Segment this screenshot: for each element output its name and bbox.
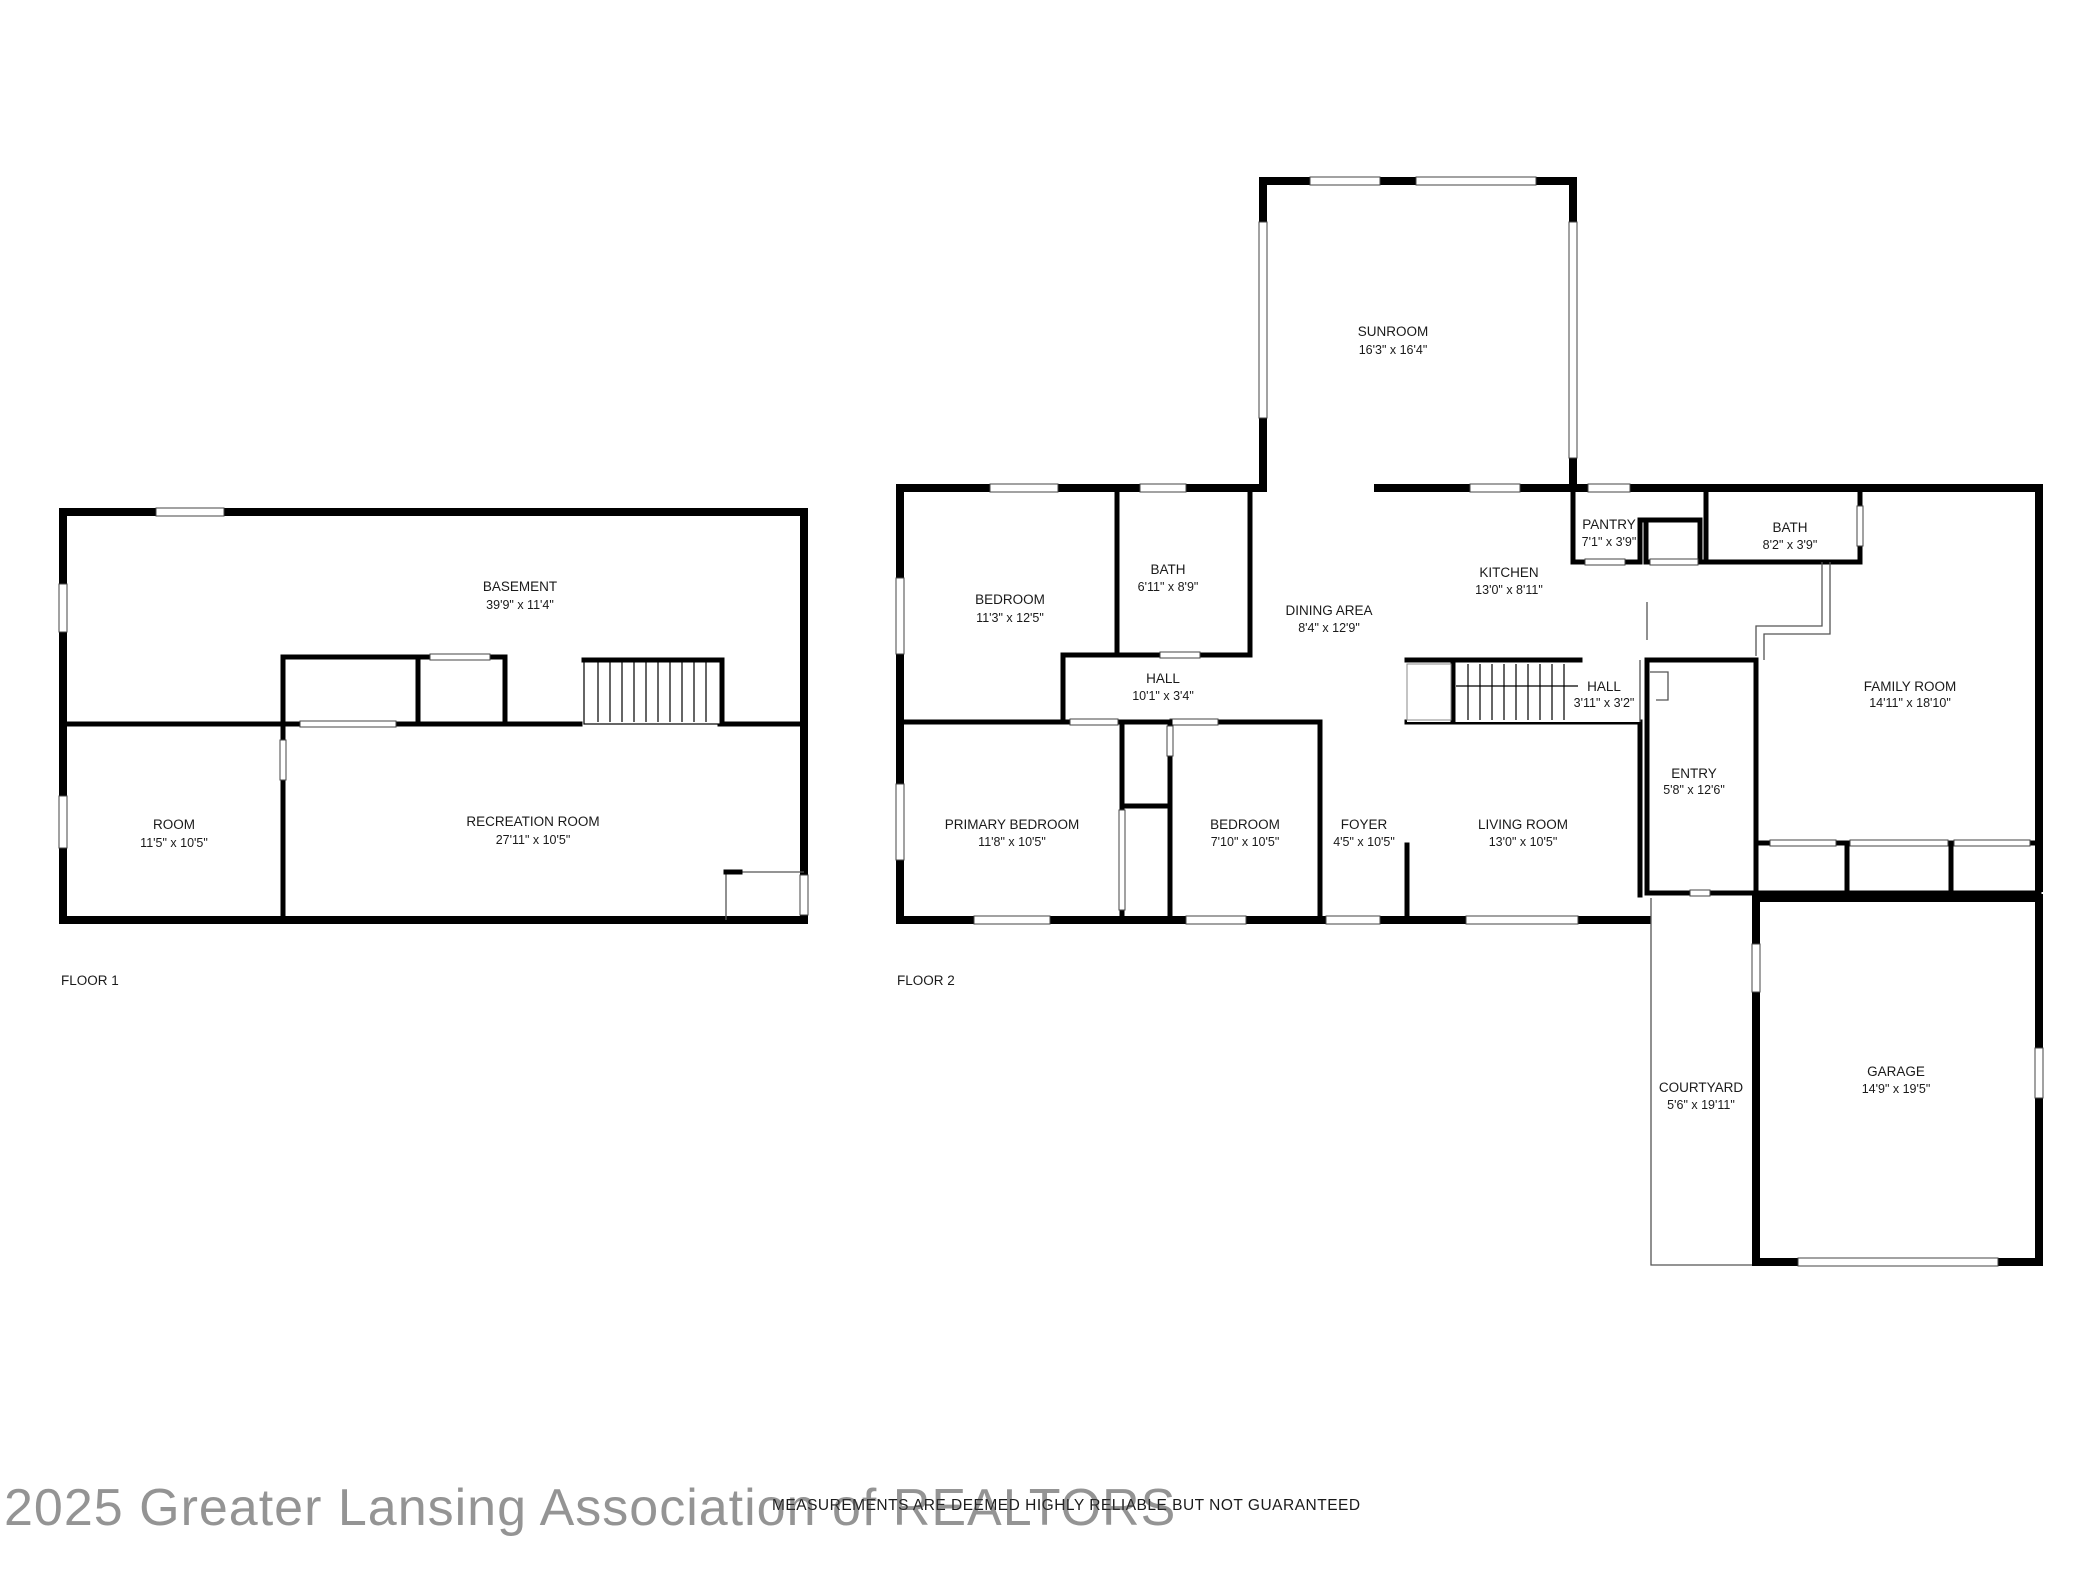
room-dims-living-room: 13'0" x 10'5"	[1489, 835, 1558, 849]
opening	[1159, 651, 1201, 659]
room-dims-bedroom-1: 11'3" x 12'5"	[976, 611, 1044, 625]
floor-1-plan: BASEMENT 39'9" x 11'4" ROOM 11'5" x 10'5…	[58, 507, 809, 988]
window	[1568, 221, 1578, 459]
room-dims-hall-2: 3'11" x 3'2"	[1574, 696, 1635, 710]
room-name-bedroom-1: BEDROOM	[975, 592, 1045, 607]
room-dims-basement: 39'9" x 11'4"	[486, 598, 554, 612]
stairs-area	[1407, 660, 1640, 722]
window	[58, 583, 68, 633]
stair-treads	[1456, 664, 1578, 720]
door-swing	[1650, 671, 1669, 701]
window	[1465, 915, 1579, 925]
floor-2-plan: SUNROOM 16'3" x 16'4" BEDROOM 11'3" x 12…	[895, 176, 2044, 1267]
opening	[299, 720, 397, 728]
window	[1325, 915, 1381, 925]
room-dims-courtyard: 5'6" x 19'11"	[1667, 1098, 1735, 1112]
window	[1469, 483, 1521, 493]
room-name-sunroom: SUNROOM	[1358, 324, 1429, 339]
window	[2034, 1047, 2044, 1099]
room-dims-dining-area: 8'4" x 12'9"	[1298, 621, 1360, 635]
opening	[1953, 839, 2031, 847]
opening	[1769, 839, 1837, 847]
room-dims-recreation: 27'11" x 10'5"	[496, 833, 571, 847]
room-name-foyer: FOYER	[1341, 817, 1388, 832]
room-name-hall-1: HALL	[1146, 671, 1180, 686]
room-name-family-room: FAMILY ROOM	[1864, 679, 1957, 694]
window	[155, 507, 225, 517]
room-dims-room: 11'5" x 10'5"	[140, 836, 208, 850]
room-name-pantry: PANTRY	[1582, 517, 1636, 532]
room-name-bath-2: BATH	[1772, 520, 1807, 535]
measurement-disclaimer: MEASUREMENTS ARE DEEMED HIGHLY RELIABLE …	[772, 1497, 1361, 1514]
opening	[1689, 889, 1711, 897]
room-dims-primary-bedroom: 11'8" x 10'5"	[978, 835, 1046, 849]
window	[973, 915, 1051, 925]
window	[1415, 176, 1537, 186]
chimney-outline	[1763, 562, 1831, 660]
window	[895, 783, 905, 861]
room-dims-bath-2: 8'2" x 3'9"	[1763, 538, 1818, 552]
floor-1-outer-wall	[59, 508, 808, 924]
floor-2-label: FLOOR 2	[897, 973, 955, 988]
window	[1185, 915, 1247, 925]
opening	[1069, 718, 1119, 726]
room-name-bedroom-2: BEDROOM	[1210, 817, 1280, 832]
stair-treads	[597, 662, 707, 722]
room-dims-bedroom-2: 7'10" x 10'5"	[1211, 835, 1280, 849]
copyright-watermark: 2025 Greater Lansing Association of REAL…	[4, 1479, 1177, 1537]
family-outer-wall	[1876, 484, 2043, 892]
window	[799, 874, 809, 916]
window	[1751, 943, 1761, 993]
room-name-living-room: LIVING ROOM	[1478, 817, 1568, 832]
utility-box	[725, 871, 804, 920]
garage-wall	[1752, 894, 2043, 1266]
garage-door	[1797, 1257, 1999, 1267]
opening	[279, 739, 287, 781]
room-name-primary-bedroom: PRIMARY BEDROOM	[945, 817, 1080, 832]
room-dims-family-room: 14'11" x 18'10"	[1869, 696, 1951, 710]
window	[1139, 483, 1187, 493]
room-name-entry: ENTRY	[1671, 766, 1717, 781]
opening	[1406, 663, 1452, 721]
courtyard-outline	[1650, 898, 1752, 1266]
room-name-bath-1: BATH	[1150, 562, 1185, 577]
closet-wall	[280, 654, 508, 727]
room-name-kitchen: KITCHEN	[1479, 565, 1538, 580]
room-dims-garage: 14'9" x 19'5"	[1862, 1082, 1931, 1096]
room-dims-sunroom: 16'3" x 16'4"	[1359, 343, 1428, 357]
room-dims-pantry: 7'1" x 3'9"	[1582, 535, 1637, 549]
main-outer-wall	[896, 484, 1651, 924]
room-dims-hall-1: 10'1" x 3'4"	[1132, 689, 1194, 703]
opening	[1118, 809, 1126, 911]
room-name-recreation: RECREATION ROOM	[466, 814, 599, 829]
opening	[429, 653, 491, 661]
window	[58, 795, 68, 849]
room-dims-kitchen: 13'0" x 8'11"	[1475, 583, 1543, 597]
opening	[1166, 725, 1174, 757]
window	[1309, 176, 1381, 186]
opening	[1584, 558, 1626, 566]
room-name-dining-area: DINING AREA	[1285, 603, 1372, 618]
room-name-room: ROOM	[153, 817, 195, 832]
room-name-basement: BASEMENT	[483, 579, 557, 594]
room-dims-bath-1: 6'11" x 8'9"	[1138, 580, 1199, 594]
basement-stairs	[583, 659, 723, 725]
window	[1258, 221, 1268, 419]
opening	[1169, 718, 1219, 726]
opening	[1849, 839, 1949, 847]
window	[1587, 483, 1631, 493]
room-dims-foyer: 4'5" x 10'5"	[1333, 835, 1395, 849]
opening	[1649, 558, 1699, 566]
chimney-outline	[1755, 562, 1823, 656]
pantry-wall	[1570, 485, 1703, 565]
window	[989, 483, 1059, 493]
window	[1856, 505, 1864, 547]
floor-1-label: FLOOR 1	[61, 973, 119, 988]
room-name-hall-2: HALL	[1587, 679, 1621, 694]
window	[895, 577, 905, 655]
room-dims-entry: 5'8" x 12'6"	[1663, 783, 1725, 797]
room-name-courtyard: COURTYARD	[1659, 1080, 1744, 1095]
room-name-garage: GARAGE	[1867, 1064, 1925, 1079]
